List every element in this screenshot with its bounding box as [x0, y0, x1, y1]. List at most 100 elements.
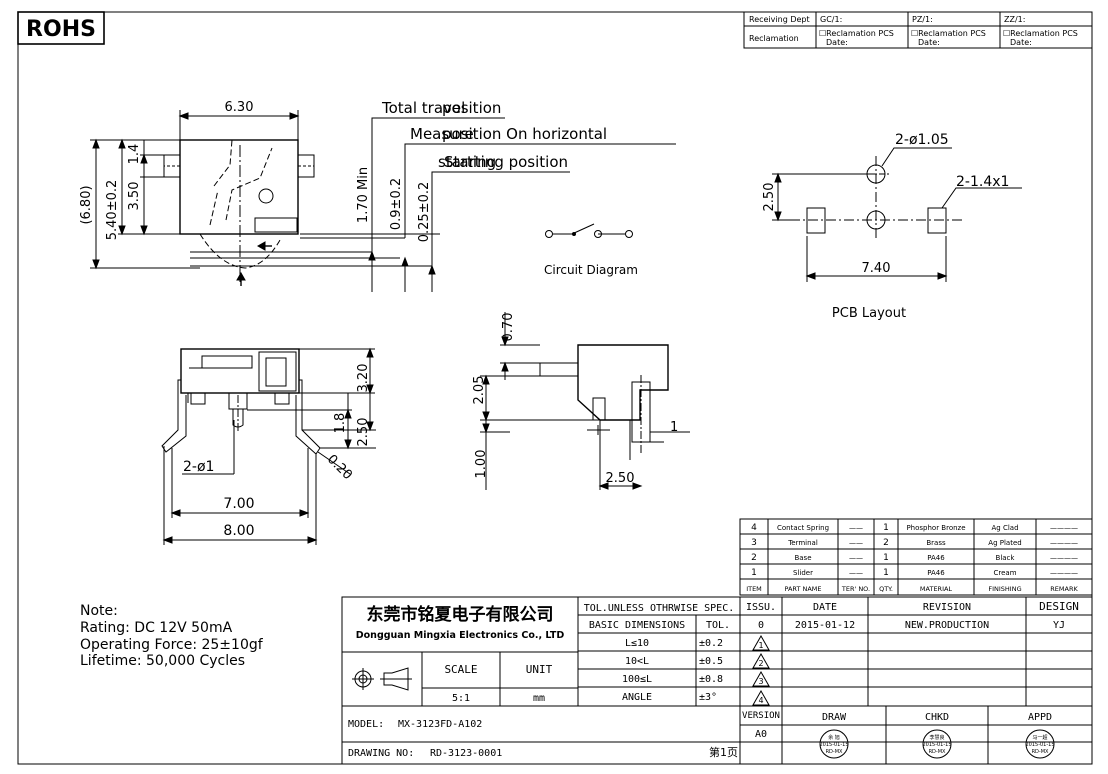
bom-cell-item: 2 — [751, 553, 757, 563]
bom-header-cell: TER' NO. — [841, 585, 870, 593]
bom-cell-remark: ———— — [1050, 554, 1078, 562]
rev-symbol-4: 4 — [758, 696, 763, 705]
measure-label: Measure — [410, 125, 474, 143]
company-en: Dongguan Mingxia Electronics Co., LTD — [356, 630, 565, 641]
model-label: MODEL: — [348, 719, 384, 730]
bom-cell-remark: ———— — [1050, 539, 1078, 547]
tol-label: TOL. — [706, 620, 730, 631]
note-lifetime: Lifetime: 50,000 Cycles — [80, 653, 245, 669]
bom-cell-material: PA46 — [927, 569, 945, 577]
unit-label: UNIT — [526, 663, 553, 676]
tol-row-2-dim: 10<L — [625, 656, 649, 667]
dim-0-9: 0.9±0.2 — [389, 178, 404, 230]
reclamation-pcs-1: ☐Reclamation PCS — [819, 29, 894, 38]
tol-row-4-val: ±3° — [699, 692, 717, 703]
dim-0-20: 0.20 — [324, 452, 355, 483]
bottom-view-dims: 3.20 1.8 2.50 0.20 2-ø1 7.00 8.00 — [183, 364, 371, 539]
bom-cell-ter: —— — [849, 569, 863, 577]
dim-8-00: 8.00 — [223, 523, 254, 539]
company-cn: 东莞市铭夏电子有限公司 — [367, 604, 554, 625]
rev-symbol-3: 3 — [758, 677, 763, 686]
bom-cell-material: Brass — [926, 539, 946, 547]
dim-1-00: 1.00 — [474, 450, 489, 479]
dim-1-8: 1.8 — [333, 413, 348, 434]
bom-cell-qty: 1 — [883, 568, 889, 578]
note-force: Operating Force: 25±10gf — [80, 637, 264, 653]
stamp-draw-name: 余 旭 — [828, 734, 840, 741]
zz-label: ZZ/1: — [1004, 15, 1025, 24]
note-title: Note: — [80, 603, 118, 619]
bom-cell-ter: —— — [849, 524, 863, 532]
tol-row-3-dim: 100≤L — [622, 674, 652, 685]
dim-pad: 2-1.4x1 — [956, 174, 1009, 190]
tol-row-3-val: ±0.8 — [699, 674, 723, 685]
note-rating: Rating: DC 12V 50mA — [80, 620, 233, 636]
dim-6-30: 6.30 — [225, 100, 254, 115]
bom-header-cell: PART NAME — [784, 585, 821, 593]
reclamation-date-3: Date: — [1010, 38, 1032, 47]
tol-row-1-dim: L≤10 — [625, 638, 649, 649]
notes: Note: Rating: DC 12V 50mA Operating Forc… — [80, 603, 264, 669]
rev-header-date: DATE — [813, 602, 837, 613]
dim-0-25: 0.25±0.2 — [417, 182, 432, 243]
dim-0-70: 0.70 — [501, 313, 516, 342]
bom-cell-name: Terminal — [787, 539, 818, 547]
stamp-chkd-dept: RD-MX — [929, 749, 946, 755]
bom-header-cell: REMARK — [1050, 585, 1078, 593]
tol-row-1-val: ±0.2 — [699, 638, 723, 649]
pcb-dims: 2-ø1.05 2-1.4x1 2.50 7.40 PCB Layout — [762, 132, 1009, 321]
starting-position-label: Starting position — [444, 153, 568, 171]
side-view-dims: 0.70 2.05 1 1.00 2.50 — [472, 313, 678, 486]
rohs-badge: ROHS — [17, 11, 105, 45]
reclamation-date-2: Date: — [918, 38, 940, 47]
dim-7-40: 7.40 — [862, 261, 891, 276]
basic-dim-label: BASIC DIMENSIONS — [589, 620, 685, 631]
bom-table — [739, 518, 1093, 596]
bom-cell-remark: ———— — [1050, 524, 1078, 532]
title-block-text: 东莞市铭夏电子有限公司 Dongguan Mingxia Electronics… — [348, 600, 1079, 759]
bom-cell-finishing: Ag Plated — [988, 539, 1021, 547]
version-label: VERSION — [742, 711, 780, 721]
rev-date: 2015-01-12 — [795, 620, 855, 631]
stamp-appd-dept: RD-MX — [1032, 749, 1049, 755]
dim-3-50: 3.50 — [127, 182, 142, 211]
bom-cell-item: 4 — [751, 523, 757, 533]
sign-draw: DRAW — [822, 712, 847, 723]
dim-pcb-2-50: 2.50 — [762, 183, 777, 212]
dim-1-4: 1.4 — [127, 144, 142, 165]
bom-cell-item: 3 — [751, 538, 757, 548]
front-view-top-dims: 6.30 Total travel position Measure posit… — [79, 99, 607, 242]
total-travel-position-label: position — [442, 99, 501, 117]
bom-cell-remark: ———— — [1050, 569, 1078, 577]
gc-label: GC/1: — [820, 15, 842, 24]
bom-header-cell: FINISHING — [988, 585, 1021, 593]
front-view-top — [90, 110, 676, 292]
rev-header-issue: ISSU. — [746, 602, 776, 613]
reclamation-date-1: Date: — [826, 38, 848, 47]
circuit-diagram — [545, 223, 633, 238]
drawing-value: RD-3123-0001 — [430, 748, 502, 759]
bom-cell-finishing: Black — [996, 554, 1016, 562]
version-value: A0 — [755, 729, 767, 740]
bottom-view — [161, 347, 376, 545]
total-travel-label: Total travel — [381, 99, 465, 117]
tol-header: TOL.UNLESS OTHRWISE SPEC. — [584, 603, 735, 614]
measure-position-label: position On horizontal — [442, 125, 607, 143]
dim-peg: 2-ø1 — [183, 459, 214, 475]
tol-row-4-dim: ANGLE — [622, 692, 652, 703]
bom-cell-qty: 1 — [883, 553, 889, 563]
dim-2-05: 2.05 — [472, 376, 487, 405]
stamp-chkd-name: 李慧良 — [929, 734, 944, 741]
bom-cell-qty: 1 — [883, 523, 889, 533]
rev-header-design: DESIGN — [1039, 600, 1079, 613]
bom-cell-finishing: Cream — [993, 569, 1016, 577]
rev-symbol-2: 2 — [758, 659, 763, 668]
bom-header-cell: MATERIAL — [920, 585, 953, 593]
reclamation-label: Reclamation — [749, 34, 799, 43]
dim-2-50-b: 2.50 — [356, 418, 371, 447]
dim-5-40: 5.40±0.2 — [105, 180, 120, 241]
dim-3-20: 3.20 — [356, 364, 371, 393]
receiving-table: Receiving Dept GC/1: PZ/1: ZZ/1: Reclama… — [743, 11, 1093, 49]
tol-row-2-val: ±0.5 — [699, 656, 723, 667]
stamp-appd-name: 马一超 — [1032, 734, 1047, 741]
